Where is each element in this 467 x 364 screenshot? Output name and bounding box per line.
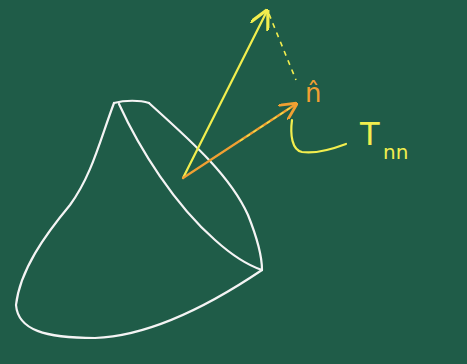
projection-dash bbox=[269, 14, 296, 80]
component-symbol: T bbox=[360, 118, 380, 150]
surface-section bbox=[119, 104, 262, 270]
component-subscript: nn bbox=[383, 142, 408, 162]
surface-outline bbox=[16, 103, 262, 338]
traction-arrow bbox=[183, 11, 267, 178]
component-bracket bbox=[291, 120, 346, 153]
normal-label: n̂ bbox=[305, 80, 321, 106]
surface-top bbox=[114, 101, 149, 103]
normal-extension bbox=[240, 108, 290, 141]
normal-arrow bbox=[183, 104, 296, 178]
